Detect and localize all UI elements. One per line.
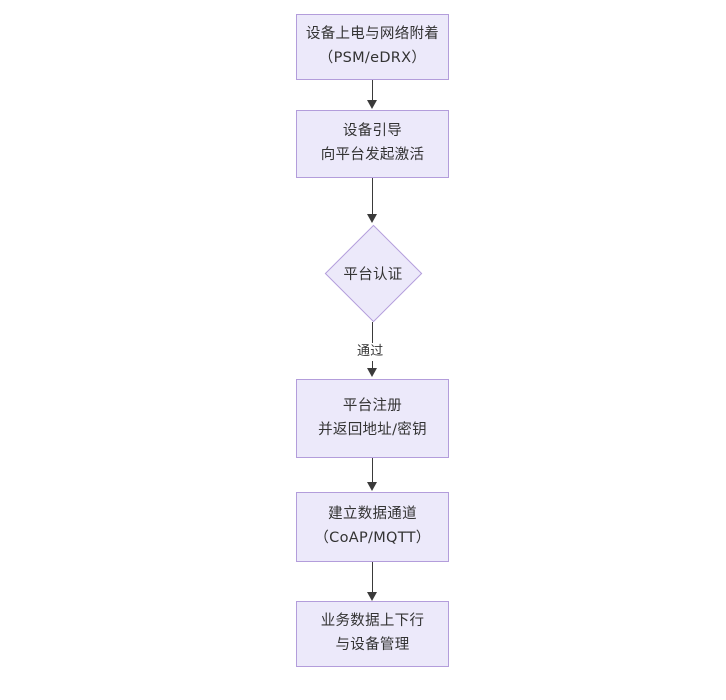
connector-n2-n3	[372, 178, 374, 216]
edge-label-pass: 通过	[355, 343, 386, 361]
flow-node-line-1: 平台认证	[343, 266, 403, 283]
flow-node-line-1: 设备上电与网络附着	[305, 26, 440, 43]
flow-node-line-1: 业务数据上下行	[320, 613, 425, 630]
connector-n5-n6	[372, 562, 374, 594]
flow-node-establish-data-channel[interactable]: 建立数据通道 （CoAP/MQTT）	[296, 492, 449, 562]
connector-n4-n5	[372, 458, 374, 484]
flow-node-power-on-network-attach[interactable]: 设备上电与网络附着 （PSM/eDRX）	[296, 14, 449, 80]
flow-node-line-1: 建立数据通道	[328, 506, 417, 523]
flow-node-line-2: （PSM/eDRX）	[318, 50, 427, 66]
connector-n1-n2	[372, 80, 374, 102]
flow-node-platform-auth-decision[interactable]: 平台认证	[324, 224, 422, 322]
arrowhead-n4-n5	[367, 482, 378, 491]
flow-node-line-1: 设备引导	[342, 123, 403, 140]
flow-node-line-2: （CoAP/MQTT）	[314, 530, 431, 546]
flow-node-platform-registration[interactable]: 平台注册 并返回地址/密钥	[296, 379, 449, 458]
flow-node-line-2: 并返回地址/密钥	[318, 421, 427, 438]
arrowhead-n2-n3	[367, 214, 378, 223]
arrowhead-n1-n2	[367, 100, 378, 109]
flow-node-business-data-and-device-mgmt[interactable]: 业务数据上下行 与设备管理	[296, 601, 449, 667]
arrowhead-n5-n6	[367, 592, 378, 601]
flow-node-device-bootstrap[interactable]: 设备引导 向平台发起激活	[296, 110, 449, 178]
flow-node-line-2: 向平台发起激活	[320, 147, 425, 163]
arrowhead-n3-n4	[367, 368, 378, 377]
flow-node-line-1: 平台注册	[342, 397, 403, 414]
flow-node-line-2: 与设备管理	[335, 637, 410, 653]
